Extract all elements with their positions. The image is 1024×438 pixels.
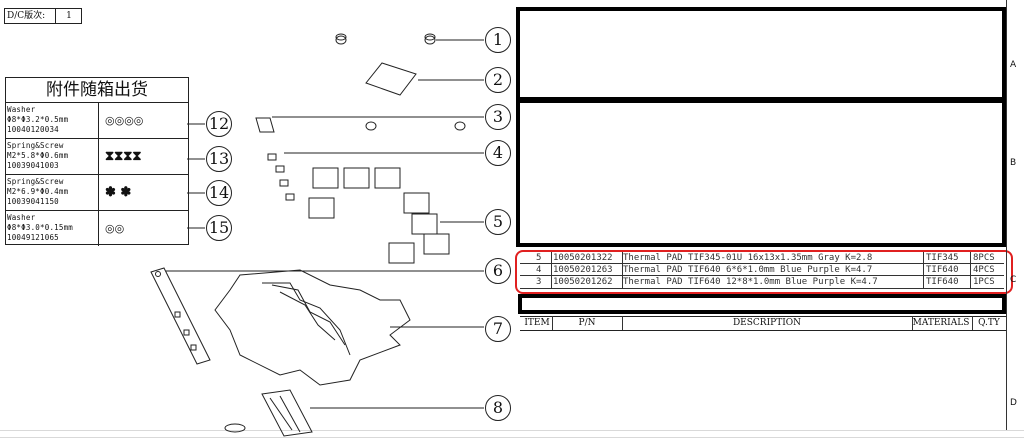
zone-label: B [1010, 158, 1017, 168]
heatsink-plate-part [214, 269, 411, 386]
bom-qty: 1PCS [973, 277, 995, 287]
drawing-border [1006, 0, 1007, 430]
callout-6: 6 [485, 258, 511, 284]
bom-col-divider [552, 316, 553, 330]
revision-box: D/C版次: 1 [4, 8, 82, 24]
bracket-part [150, 267, 211, 365]
bom-material: TIF640 [926, 265, 959, 275]
revision-label: D/C版次: [7, 11, 46, 21]
accessory-spec: Spring&Screw M2*6.9*Φ0.4mm 10039041150 [7, 177, 69, 206]
sheet-gridline [0, 430, 1024, 431]
callout-4: 4 [485, 140, 511, 166]
bom-col-divider [622, 316, 623, 330]
callout-8: 8 [485, 395, 511, 421]
accessory-row: Washer Φ8*Φ3.2*0.5mm 10040120034 ◎◎◎◎ [6, 103, 188, 139]
bom-desc: Thermal PAD TIF345-01U 16x13x1.35mm Gray… [623, 253, 873, 263]
bom-item: 3 [536, 277, 542, 287]
zone-label: C [1010, 275, 1017, 285]
zone-label: A [1010, 60, 1017, 70]
bom-col-divider [912, 316, 913, 330]
callout-3: 3 [485, 104, 511, 130]
callout-14: 14 [206, 180, 232, 206]
bom-row-divider [520, 275, 1004, 276]
callout-5: 5 [485, 209, 511, 235]
bom-row: 5 10050201322 Thermal PAD TIF345-01U 16x… [522, 252, 1004, 264]
bom-desc: Thermal PAD TIF640 12*8*1.0mm Blue Purpl… [623, 277, 878, 287]
accessory-row: Washer Φ8*Φ3.0*0.15mm 10049121065 ◎◎ [6, 211, 188, 246]
accessory-spec: Washer Φ8*Φ3.0*0.15mm 10049121065 [7, 213, 74, 242]
bom-material: TIF640 [926, 277, 959, 287]
bom-col-divider [551, 251, 552, 289]
accessories-table: 附件随箱出货 Washer Φ8*Φ3.2*0.5mm 10040120034 … [5, 77, 189, 246]
header-desc: DESCRIPTION [732, 318, 802, 328]
callout-1: 1 [485, 27, 511, 53]
zone-label: D [1010, 398, 1017, 408]
header-qty: Q.TY [978, 318, 1000, 328]
bom-row-divider [520, 263, 1004, 264]
highlight-box [515, 250, 1013, 294]
bom-pn: 10050201322 [553, 253, 613, 263]
exploded-view-drawing [150, 33, 484, 437]
bom-pn: 10050201262 [553, 277, 613, 287]
thermal-pad-part [365, 62, 417, 96]
callout-12: 12 [206, 111, 232, 137]
accessories-title: 附件随箱出货 [6, 78, 188, 103]
bom-header: ITEM P/N DESCRIPTION MATERIALS Q.TY [520, 316, 1006, 331]
bom-qty: 4PCS [973, 265, 995, 275]
redaction-block [516, 99, 1006, 247]
bom-col-divider [622, 251, 623, 289]
callout-15: 15 [206, 215, 232, 241]
bom-qty: 8PCS [973, 253, 995, 263]
header-item: ITEM [524, 318, 550, 328]
header-pn: P/N [578, 318, 596, 328]
accessory-row: Spring&Screw M2*5.8*Φ0.6mm 10039041003 ⧗… [6, 139, 188, 175]
bom-material: TIF345 [926, 253, 959, 263]
callout-2: 2 [485, 67, 511, 93]
bom-item: 5 [536, 253, 542, 263]
bom-col-divider [970, 251, 971, 289]
accessory-spec: Washer Φ8*Φ3.2*0.5mm 10040120034 [7, 105, 69, 134]
bom-col-divider [972, 316, 973, 330]
bom-pn: 10050201263 [553, 265, 613, 275]
redaction-block [516, 7, 1006, 101]
bom-col-divider [923, 251, 924, 289]
redaction-block [518, 294, 1006, 314]
bom-desc: Thermal PAD TIF640 6*6*1.0mm Blue Purple… [623, 265, 873, 275]
screw-symbol: ⧗⧗⧗⧗ [98, 139, 188, 174]
revision-value: 1 [55, 9, 82, 23]
accessory-row: Spring&Screw M2*6.9*Φ0.4mm 10039041150 ✽… [6, 175, 188, 211]
callout-13: 13 [206, 146, 232, 172]
bom-item: 4 [536, 265, 542, 275]
bom-row: 4 10050201263 Thermal PAD TIF640 6*6*1.0… [522, 264, 1004, 276]
callout-7: 7 [485, 316, 511, 342]
header-material: MATERIALS [912, 318, 970, 328]
washer-symbol: ◎◎ [98, 211, 188, 246]
washer-symbol: ◎◎◎◎ [98, 103, 188, 138]
bom-row: 3 10050201262 Thermal PAD TIF640 12*8*1.… [522, 276, 1004, 288]
bom-row-divider [520, 288, 1004, 289]
screw-symbol: ✽ ✽ [98, 175, 188, 210]
accessory-spec: Spring&Screw M2*5.8*Φ0.6mm 10039041003 [7, 141, 69, 170]
nut-part [335, 33, 436, 45]
